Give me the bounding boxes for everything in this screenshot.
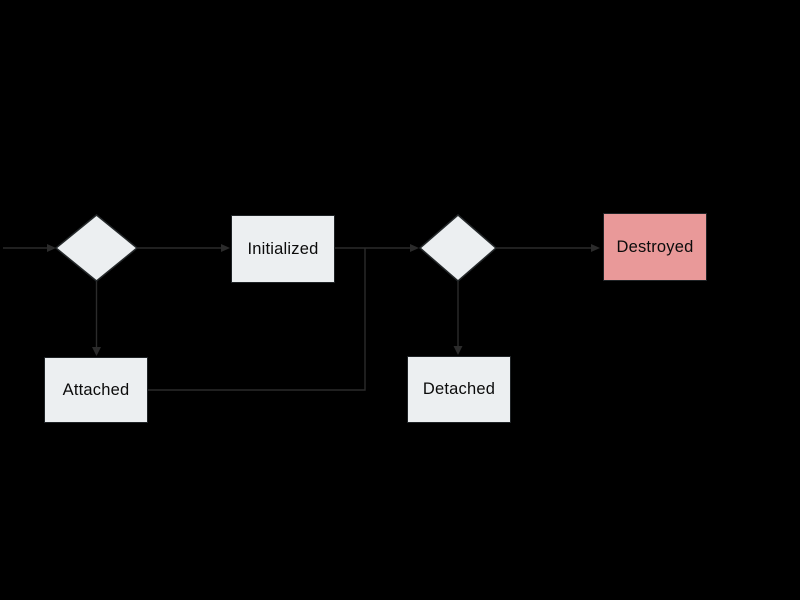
- node-detached: Detached: [407, 356, 511, 423]
- node-initialized-label: Initialized: [247, 239, 319, 258]
- arrowhead-icon: [92, 347, 101, 356]
- arrowhead-icon: [221, 244, 230, 252]
- edge-line: [148, 248, 366, 391]
- arrowhead-icon: [453, 346, 463, 355]
- arrowhead-icon: [410, 244, 419, 252]
- edge-attached-to-decision2: [148, 248, 366, 391]
- node-detached-label: Detached: [422, 380, 496, 399]
- node-decision1-diamond: [54, 214, 139, 282]
- edge-decision1-to-initialized: [137, 244, 230, 252]
- edge-decision1-to-attached: [92, 281, 101, 356]
- edge-decision2-to-destroyed: [496, 244, 600, 252]
- node-attached-label: Attached: [62, 380, 130, 399]
- edge-decision2-to-detached: [453, 281, 463, 355]
- node-decision2-diamond: [418, 214, 498, 282]
- node-destroyed: Destroyed: [603, 213, 707, 281]
- node-attached: Attached: [44, 357, 148, 423]
- edge-start-to-decision1: [3, 244, 56, 252]
- arrowhead-icon: [591, 244, 600, 252]
- arrowhead-icon: [47, 244, 56, 252]
- node-destroyed-label: Destroyed: [616, 237, 694, 256]
- node-initialized: Initialized: [231, 215, 335, 283]
- edge-initialized-to-decision2: [335, 244, 419, 252]
